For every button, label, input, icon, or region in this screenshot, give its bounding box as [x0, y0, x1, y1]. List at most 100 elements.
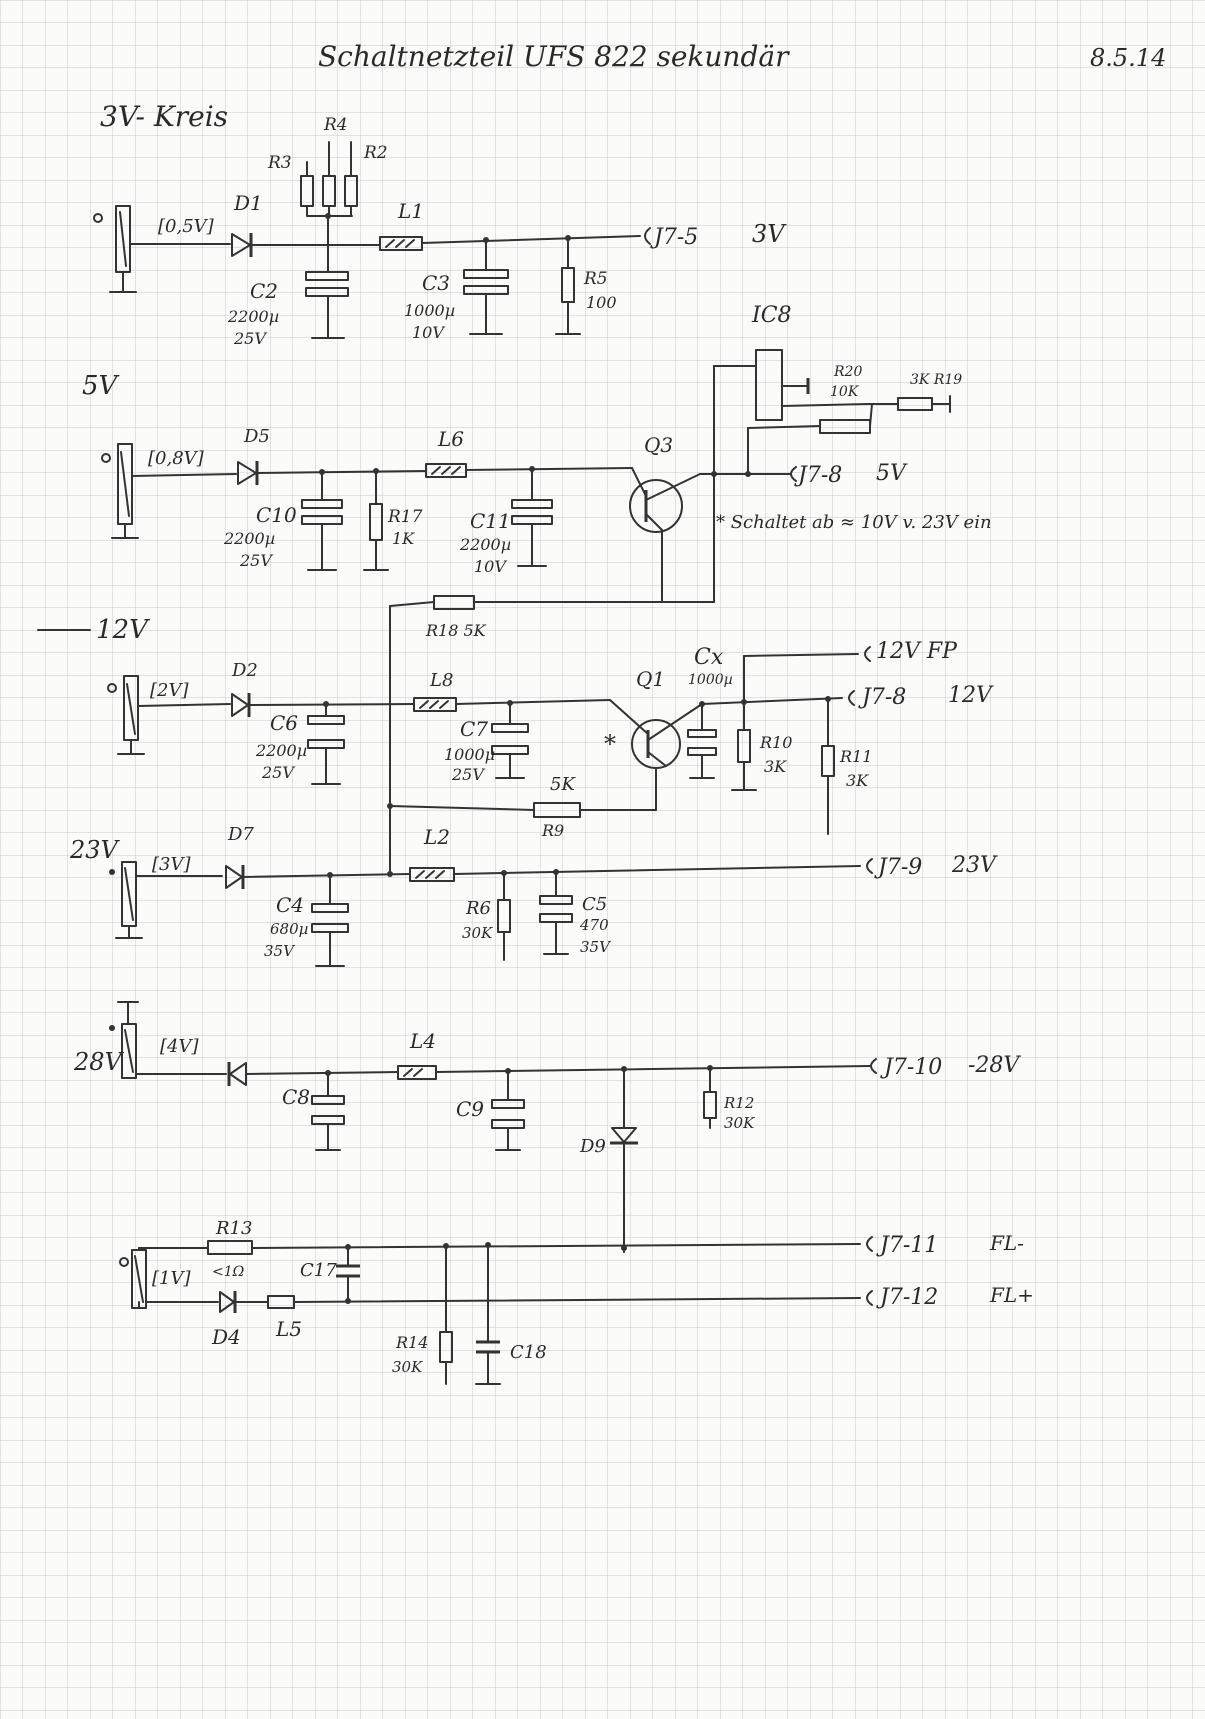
svg-text:30K: 30K: [462, 924, 493, 942]
svg-text:R20: R20: [833, 364, 862, 380]
svg-text:12V: 12V: [948, 683, 994, 708]
label-5v: 5V: [82, 371, 120, 401]
input-v3: [0,5V]: [158, 216, 215, 237]
svg-text:470: 470: [579, 916, 609, 934]
diode-d7: [225, 865, 243, 889]
svg-text:R6: R6: [465, 898, 491, 919]
svg-text:R18 5K: R18 5K: [425, 621, 487, 640]
capacitor-c11: [511, 499, 553, 509]
svg-text:23V: 23V: [951, 853, 998, 878]
svg-text:1000µ: 1000µ: [444, 745, 495, 764]
svg-text:R4: R4: [323, 115, 348, 135]
svg-text:C6: C6: [270, 711, 298, 735]
output-j7-11: J7-11: [876, 1233, 938, 1258]
svg-text:30K: 30K: [724, 1114, 755, 1132]
svg-text:35V: 35V: [264, 942, 296, 960]
capacitor-c6: [307, 715, 345, 725]
page-title: Schaltnetzteil UFS 822 sekundär: [318, 40, 790, 73]
svg-text:25V: 25V: [261, 763, 295, 782]
svg-text:2200µ: 2200µ: [255, 741, 307, 760]
transistor-q3: [629, 479, 683, 533]
svg-text:R5: R5: [583, 269, 608, 289]
capacitor-c2: [305, 271, 349, 281]
svg-text:25V: 25V: [239, 551, 273, 570]
svg-text:Q1: Q1: [636, 667, 665, 691]
svg-text:2200µ: 2200µ: [227, 307, 279, 326]
svg-text:10K: 10K: [830, 384, 860, 400]
svg-text:D1: D1: [233, 191, 263, 215]
section-28v: 28V [4V] C8 L4 C9: [73, 1001, 1021, 1253]
capacitor-c3: [463, 269, 509, 279]
svg-text:D5: D5: [243, 426, 270, 447]
svg-text:R10: R10: [759, 733, 792, 752]
svg-text:C5: C5: [582, 894, 607, 915]
svg-text:3V: 3V: [752, 220, 787, 248]
svg-text:1000µ: 1000µ: [688, 672, 733, 688]
capacitor-c8: [311, 1095, 345, 1105]
svg-text:<1Ω: <1Ω: [212, 1264, 245, 1280]
output-j7-12: J7-12: [876, 1285, 938, 1310]
svg-text:D4: D4: [211, 1325, 241, 1349]
svg-text:L5: L5: [275, 1317, 302, 1341]
transformer-winding: [121, 1023, 137, 1079]
svg-text:Cx: Cx: [694, 645, 724, 670]
capacitor-c5: [539, 895, 573, 905]
svg-text:D9: D9: [579, 1136, 606, 1157]
svg-text:R13: R13: [215, 1218, 252, 1239]
svg-text:R11: R11: [839, 747, 872, 766]
svg-text:5K: 5K: [550, 774, 576, 795]
svg-text:C8: C8: [282, 1085, 310, 1109]
svg-text:C2: C2: [250, 279, 278, 303]
svg-text:C3: C3: [422, 271, 450, 295]
svg-text:C4: C4: [276, 893, 304, 917]
page-date: 8.5.14: [1090, 44, 1166, 72]
svg-text:35V: 35V: [580, 938, 612, 956]
svg-text:5V: 5V: [876, 461, 908, 486]
svg-text:3K: 3K: [846, 771, 869, 790]
svg-text:R2: R2: [363, 143, 388, 163]
input-v28: [4V]: [160, 1036, 199, 1057]
svg-text:30K: 30K: [392, 1358, 423, 1376]
svg-text:L4: L4: [409, 1029, 436, 1053]
svg-text:2200µ: 2200µ: [459, 535, 511, 554]
svg-text:C18: C18: [510, 1342, 547, 1363]
section-fl: [1V] R13 <1Ω D4 L5 C17 R14 30K: [119, 1218, 1034, 1385]
label-ic8: IC8: [751, 303, 792, 328]
section-12v: 12V [2V] D2 C6 2200µ 25V L8 C7: [37, 615, 994, 840]
label-12v: 12V: [96, 615, 150, 645]
output-j7-10: J7-10: [880, 1055, 942, 1080]
diode-d5: [237, 461, 257, 485]
svg-text:25V: 25V: [451, 765, 485, 784]
output-j7-8-5v: J7-8: [794, 463, 842, 488]
section-3v: 3V- Kreis [0,5V] D1 R3 R4 R2 C2 2200µ: [93, 100, 787, 348]
capacitor-c9: [491, 1099, 525, 1109]
svg-text:L1: L1: [397, 199, 424, 223]
svg-text:1000µ: 1000µ: [404, 301, 455, 320]
output-j7-8-12v: J7-8: [858, 685, 906, 710]
output-j7-5: J7-5: [650, 225, 698, 250]
input-terminal: [93, 213, 103, 223]
input-v5: [0,8V]: [148, 448, 205, 469]
label-23v: 23V: [69, 836, 121, 864]
diode-d1: [231, 233, 251, 257]
input-v12: [2V]: [150, 680, 189, 701]
svg-text:R17: R17: [387, 507, 423, 527]
svg-text:680µ: 680µ: [270, 920, 308, 938]
capacitor-c4: [311, 903, 349, 913]
svg-text:R9: R9: [541, 821, 564, 840]
label-3v-kreis: 3V- Kreis: [100, 100, 228, 133]
svg-text:3K: 3K: [764, 757, 787, 776]
svg-text:R3: R3: [267, 153, 292, 173]
svg-text:-28V: -28V: [968, 1053, 1021, 1078]
section-5v: 5V [0,8V] D5 C10 2200µ 25V R17 1K L6: [82, 303, 992, 603]
note-switching: * Schaltet ab ≈ 10V v. 23V ein: [716, 512, 992, 533]
svg-text:C17: C17: [300, 1260, 337, 1281]
svg-text:FL+: FL+: [989, 1283, 1034, 1307]
svg-text:10V: 10V: [474, 557, 507, 576]
svg-text:C7: C7: [460, 717, 488, 741]
input-fl: [1V]: [152, 1268, 191, 1289]
svg-text:R14: R14: [395, 1333, 428, 1352]
label-28v: 28V: [73, 1048, 125, 1076]
